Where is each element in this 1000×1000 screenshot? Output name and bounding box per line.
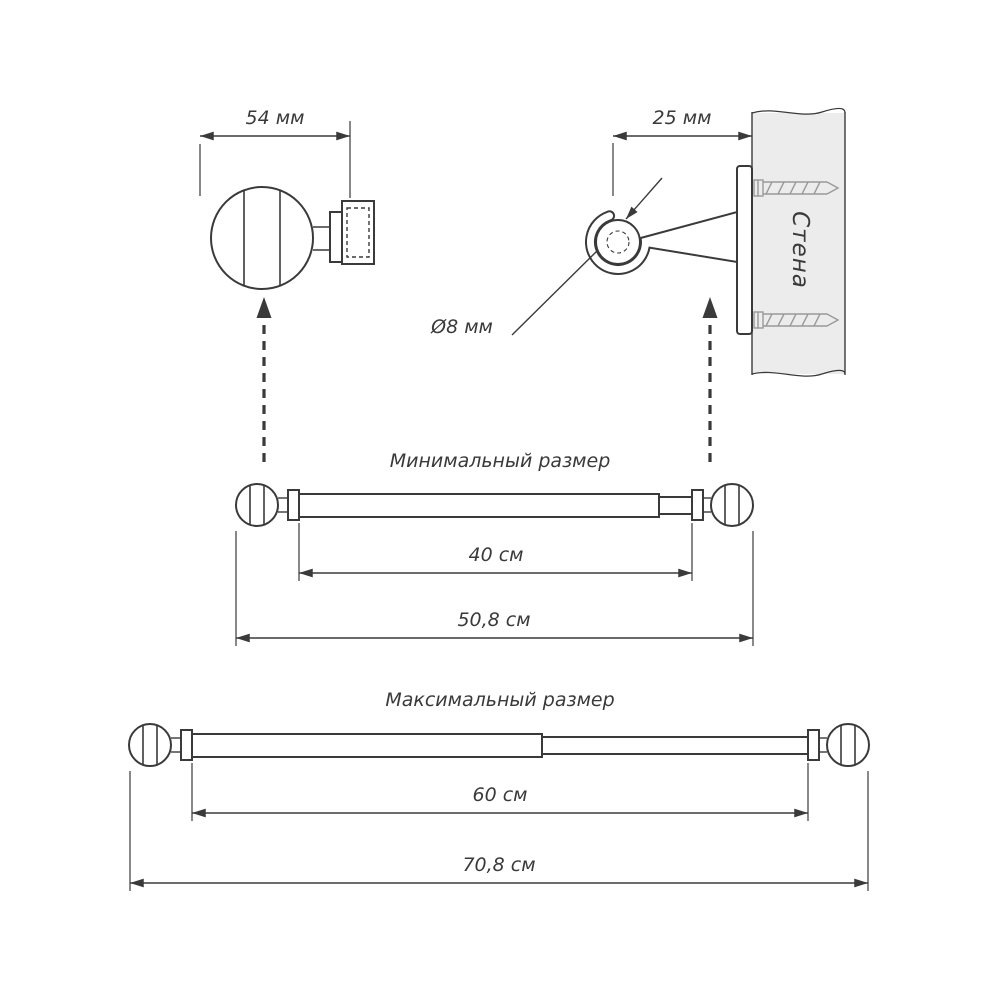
rod-maximum: Максимальный размер 60 см 70,8 см (128, 689, 870, 891)
rod-tube-inner (541, 736, 809, 755)
wall-section: Стена (751, 107, 846, 377)
finial-detail: 54 мм (199, 107, 375, 290)
rod-minimum: Минимальный размер 40 см 50,8 см (235, 450, 754, 646)
right-finial-ball (826, 723, 870, 767)
bracket-detail: Стена (430, 107, 846, 377)
max-section-title: Максимальный размер (385, 689, 614, 711)
mounting-plate (736, 165, 753, 335)
screw-anchor-top (753, 179, 840, 197)
dashed-pointer-left (256, 297, 272, 462)
screw-anchor-bottom (753, 311, 840, 329)
left-finial-ball (235, 483, 279, 527)
arrow-up-icon (256, 297, 272, 318)
max-inner-length-label: 60 см (473, 784, 528, 806)
rod-tube-inner (658, 496, 693, 515)
rod-tube-outer (298, 493, 660, 518)
min-total-length-label: 50,8 см (457, 609, 530, 631)
arrow-up-icon (702, 297, 718, 318)
max-total-length-label: 70,8 см (462, 854, 535, 876)
right-finial-ball (710, 483, 754, 527)
left-finial-ball (128, 723, 172, 767)
finial-ball (210, 186, 314, 290)
bracket-depth-label: 25 мм (653, 107, 712, 129)
wall-label: Стена (787, 211, 813, 289)
rod-diameter-label: Ø8 мм (430, 316, 493, 338)
finial-socket (341, 200, 375, 265)
rod-tube-outer (191, 733, 543, 758)
min-section-title: Минимальный размер (390, 450, 611, 472)
rod-cross-section-circle (595, 219, 641, 265)
dashed-pointer-right (702, 297, 718, 462)
min-inner-length-label: 40 см (469, 544, 524, 566)
finial-width-label: 54 мм (246, 107, 305, 129)
